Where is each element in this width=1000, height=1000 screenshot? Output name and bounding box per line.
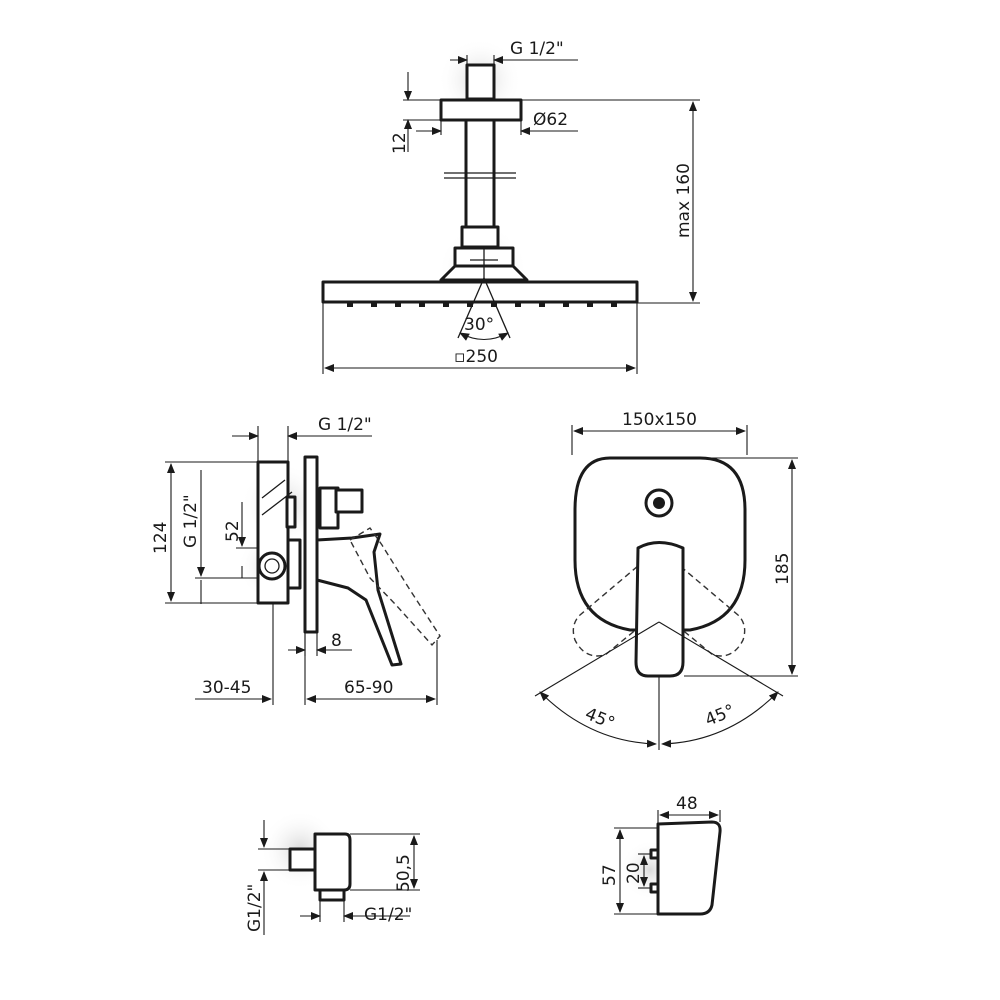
mixer-body [256, 460, 290, 605]
holder-height-label: 57 [600, 864, 620, 886]
mixer-side-view: G 1/2" 124 G 1/2" 52 8 30-45 65-90 [151, 415, 441, 705]
outlet-thread-side-label: G1/2" [245, 884, 265, 932]
holder-hole-spacing-label: 20 [624, 862, 644, 884]
depth-front-label: 65-90 [344, 678, 393, 698]
arm-nut [460, 225, 500, 249]
max-height-label: max 160 [674, 163, 694, 238]
mixer-handle [315, 532, 403, 667]
outlet-thread-bottom-label: G1/2" [364, 905, 412, 925]
mixer-thread-top-label: G 1/2" [318, 415, 372, 435]
holder-view: 48 57 20 [600, 794, 722, 916]
shower-thread-nipple [465, 63, 496, 101]
angle-left-label: 45° [582, 704, 617, 734]
outlet-body [313, 832, 352, 892]
flange-diameter-label: Ø62 [533, 110, 568, 130]
spray-angle-label: 30° [464, 315, 494, 335]
wall-outlet-view: 50,5 G1/2" G1/2" [245, 810, 420, 935]
holder-width-label: 48 [676, 794, 698, 814]
shower-head-view: 30° G 1/2" Ø62 12 max 160 ▫250 [321, 38, 700, 374]
cartridge-stem [334, 488, 364, 514]
mixer-handle-front [634, 541, 685, 678]
cover-plate [303, 455, 319, 634]
flange-height-label: 12 [390, 132, 410, 154]
shower-thread-label: G 1/2" [510, 39, 564, 59]
holder-body [656, 820, 722, 916]
ceiling-flange [439, 98, 523, 122]
head-size-label: ▫250 [454, 347, 498, 367]
shower-head-plate [321, 280, 639, 304]
mixer-height-label: 124 [151, 522, 171, 554]
outlet-ring [257, 551, 287, 581]
outlet-side-nipple [288, 847, 317, 872]
mixer-thread-vertical-label: G 1/2" [181, 494, 201, 548]
plate-size-label: 150x150 [622, 410, 697, 430]
mixer-front-view: 150x150 185 45° 45° [534, 410, 798, 750]
depth-wall-label: 30-45 [202, 678, 251, 698]
mixer-spacing-label: 52 [223, 520, 243, 542]
front-height-label: 185 [773, 553, 793, 585]
outlet-bottom-nipple [318, 888, 346, 902]
plate-gap-label: 8 [331, 631, 342, 651]
outlet-height-label: 50,5 [394, 854, 414, 892]
